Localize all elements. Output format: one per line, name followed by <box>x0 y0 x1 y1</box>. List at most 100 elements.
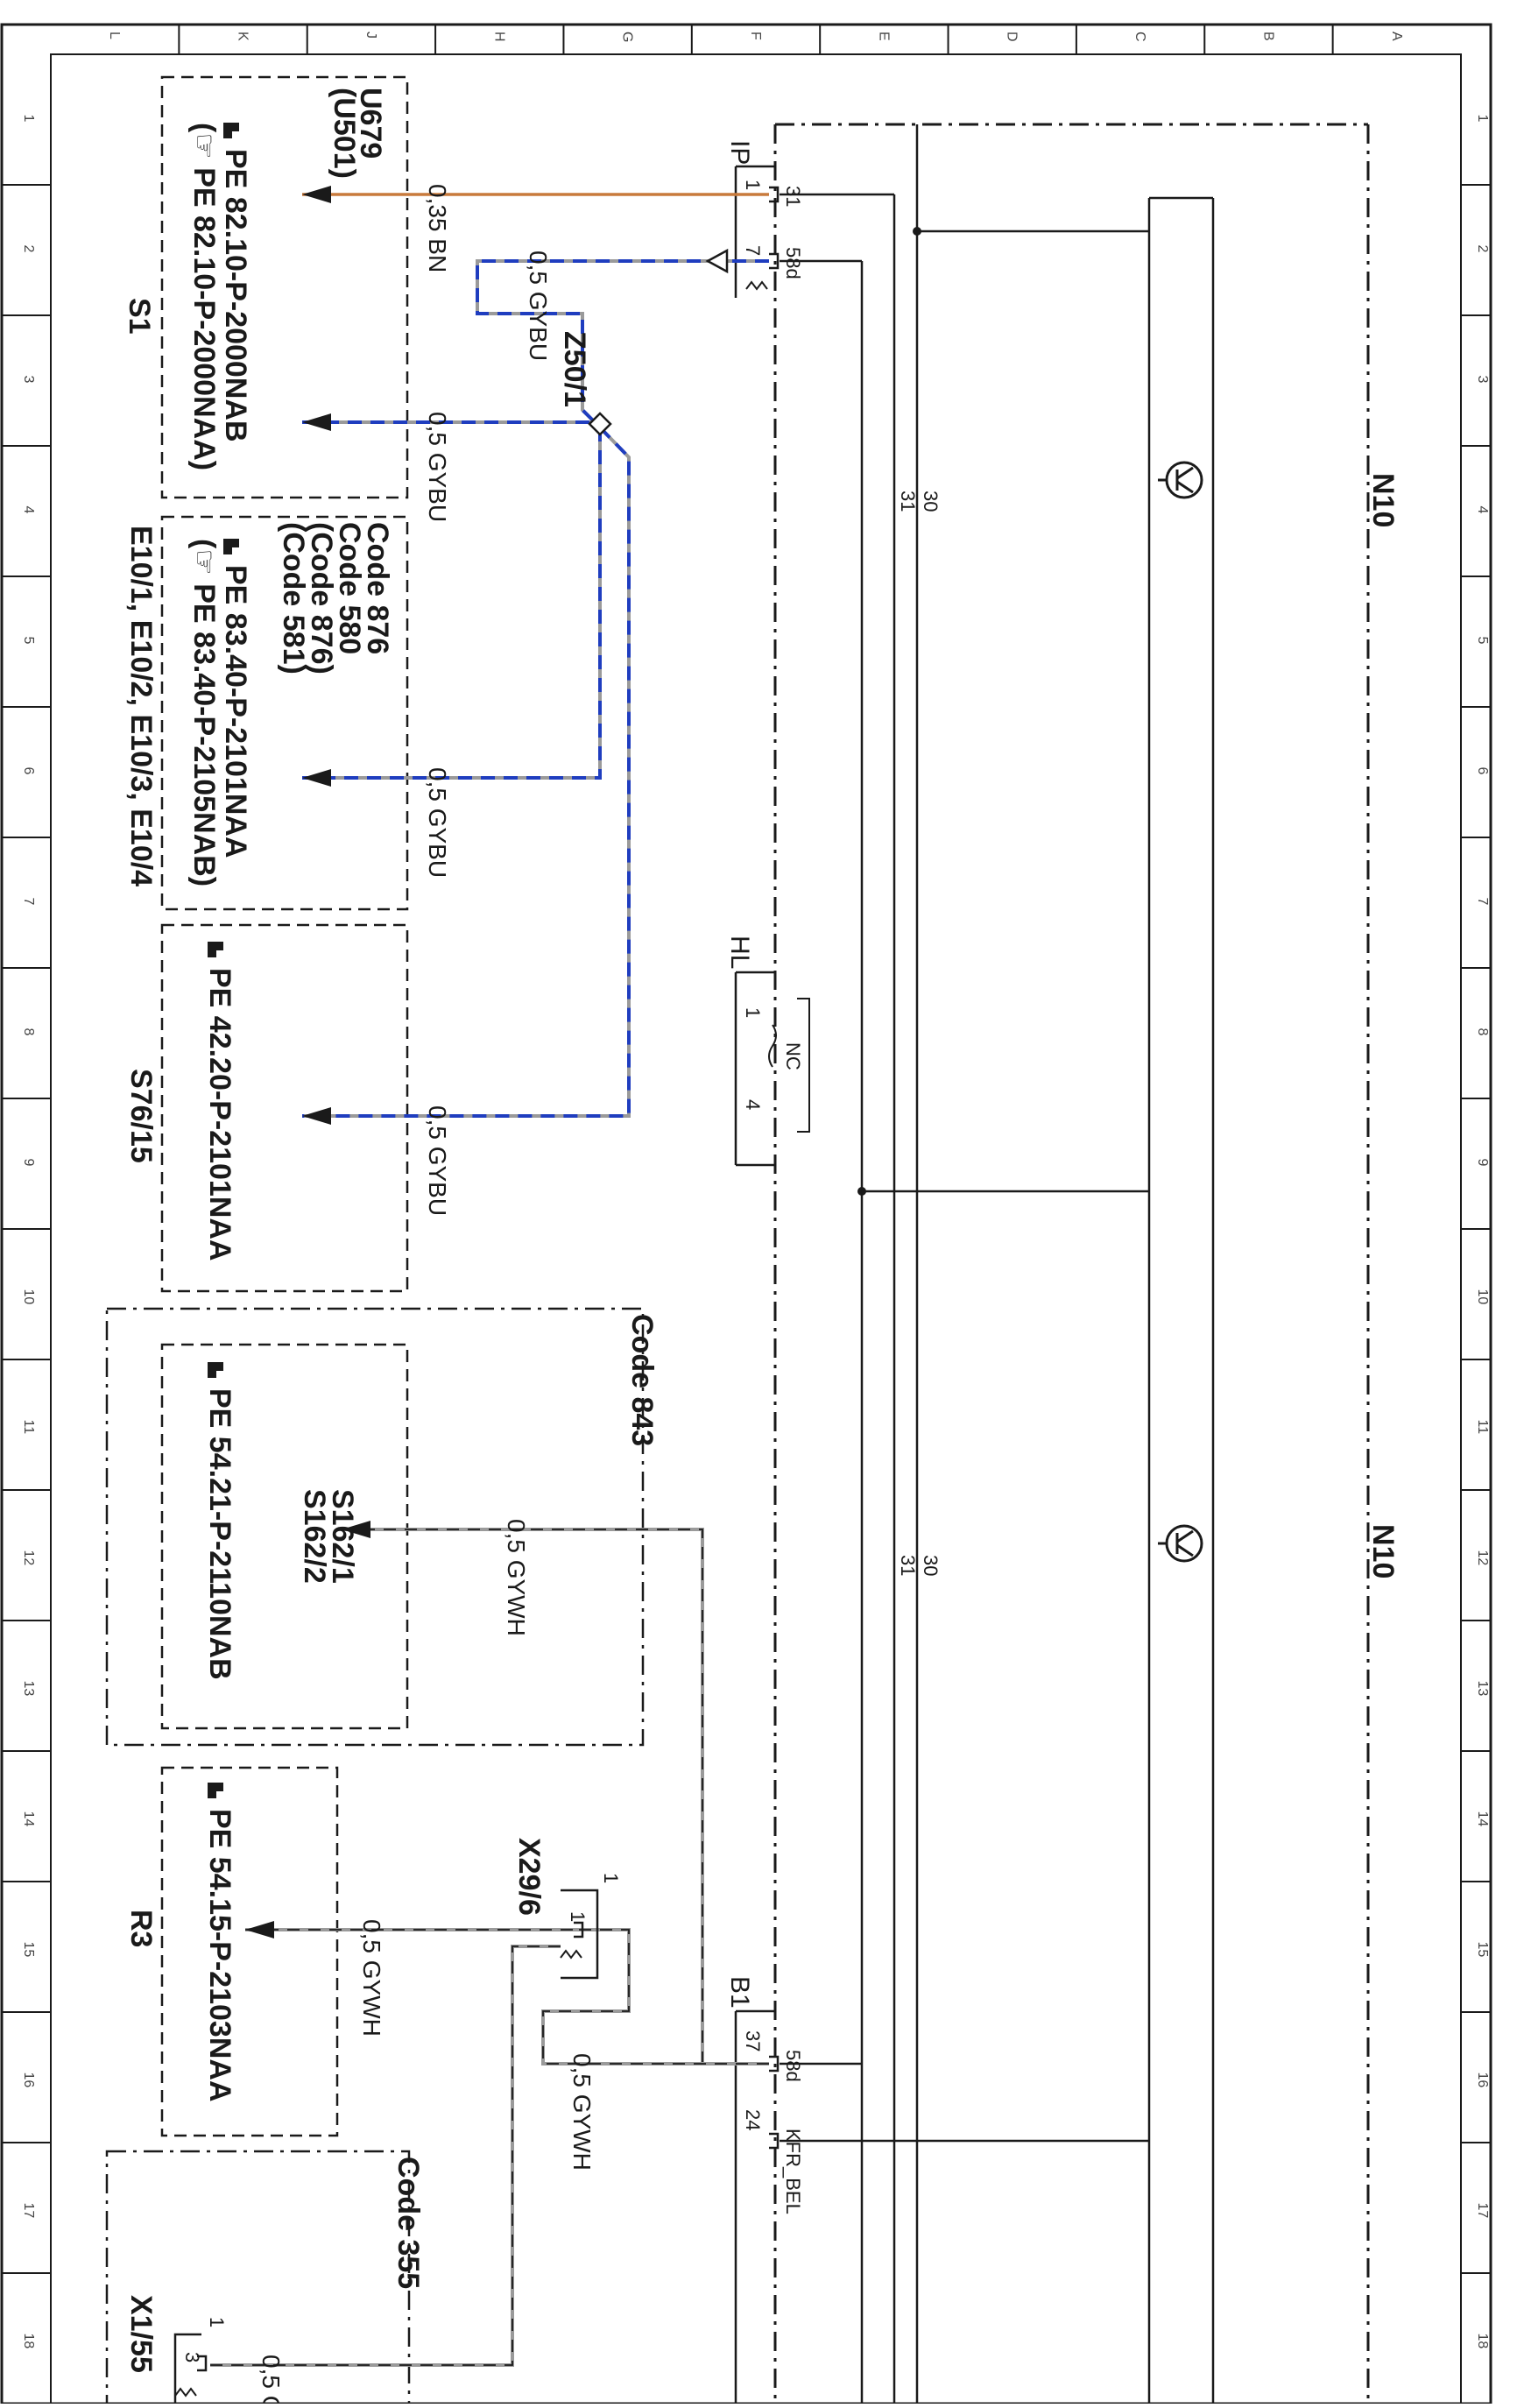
pointing-hand-icon <box>208 942 223 957</box>
grid-number-right: 10 <box>1475 1289 1490 1305</box>
b1-pin1-terminal <box>769 2055 780 2073</box>
x29-connector-name: X29/6 <box>512 1838 546 1916</box>
wire-label-gybu-ip: 0,5 GYBU <box>525 251 552 361</box>
wire-label-gybu-s76: 0,5 GYBU <box>424 1105 451 1216</box>
u679-name: S1 <box>123 298 156 335</box>
arrow-e10 <box>302 769 331 787</box>
grid-letter: K <box>236 32 250 41</box>
bus-label-30-top: 30 <box>920 491 942 512</box>
r3-ref1: PE 54.15-P-2103NAA <box>203 1809 236 2102</box>
splice-z50-name: Z50/1 <box>558 331 591 407</box>
pointing-hand-icon <box>223 123 239 138</box>
grid-letter: J <box>363 32 378 39</box>
grid-number-left: 13 <box>21 1681 36 1697</box>
junction-hl <box>857 1187 866 1196</box>
pointing-hand-icon <box>208 1783 223 1798</box>
wire-label-gywh-s162: 0,5 GYWH <box>503 1519 530 1636</box>
box-u679 <box>160 75 409 499</box>
hl-switch-symbol <box>768 1024 777 1068</box>
wire-label-gywh-r3: 0,5 GYWH <box>358 1919 385 2037</box>
e10-code4: (Code 581) <box>277 522 310 674</box>
grid-letter: L <box>107 32 122 39</box>
hl-pin-b: 4 <box>742 1099 764 1110</box>
grid-number-right: 3 <box>1475 376 1490 384</box>
wire-gywh-x155 <box>210 1945 561 2367</box>
grid-number-right: 16 <box>1475 2073 1490 2088</box>
x29-zigzag <box>560 1949 582 1960</box>
junction-30-top <box>913 227 921 236</box>
arrow-r3 <box>245 1921 274 1938</box>
wire-label-gybu-e10: 0,5 GYBU <box>424 767 451 878</box>
arrow-u679-bn <box>302 186 331 203</box>
e10-code3: (Code 876) <box>305 522 338 674</box>
grid-number-left: 18 <box>21 2334 36 2349</box>
transistor-icon <box>1158 461 1203 499</box>
grid-number-left: 5 <box>21 637 36 645</box>
arrow-s1 <box>302 413 331 431</box>
grid-letter: A <box>1389 32 1404 41</box>
ip-pin2-signal: 58d <box>782 247 804 279</box>
x155-pin-b: 3 <box>181 2352 203 2362</box>
bus-label-31-bottom: 31 <box>897 1555 919 1576</box>
pointing-hand-icon <box>223 539 239 554</box>
box-s76 <box>160 923 409 1293</box>
wire-label-gybu-s1: 0,5 GYBU <box>424 412 451 522</box>
grid-number-right: 8 <box>1475 1028 1490 1036</box>
ip-pin2: 7 <box>742 245 764 256</box>
grid-number-left: 6 <box>21 767 36 775</box>
grid-letter: H <box>491 32 506 42</box>
x29-pin-b: 1 <box>567 1911 589 1922</box>
wire-gybu-s76 <box>302 426 631 1118</box>
u679-title: U679 <box>354 88 387 159</box>
ip-pin1-terminal <box>769 186 780 203</box>
s162-ref1: PE 54.21-P-2110NAB <box>203 1388 236 1680</box>
grid-number-left: 7 <box>21 898 36 906</box>
grid-number-right: 14 <box>1475 1811 1490 1827</box>
grid-letter: E <box>876 32 891 41</box>
e10-name: E10/1, E10/2, E10/3, E10/4 <box>124 526 158 886</box>
u679-ref2: (☞ PE 82.10-P-2000NAA) <box>187 123 221 470</box>
ip-pin1-signal: 31 <box>782 186 804 207</box>
wire-gybu-e10 <box>302 427 602 780</box>
grid-number-left: 14 <box>21 1811 36 1827</box>
grid-number-right: 15 <box>1475 1942 1490 1958</box>
grid-number-right: 17 <box>1475 2203 1490 2219</box>
grid-number-left: 1 <box>21 115 36 123</box>
bus-label-31-top: 31 <box>897 491 919 512</box>
grid-number-left: 9 <box>21 1159 36 1167</box>
grid-letter: B <box>1260 32 1275 41</box>
hl-connector-name: HL <box>725 936 754 969</box>
x155-name: X1/55 <box>124 2295 158 2373</box>
grid-number-left: 2 <box>21 245 36 253</box>
box-code843-outer <box>105 1307 645 1747</box>
ip-pin1: 1 <box>742 180 764 190</box>
grid-letter: C <box>1132 32 1147 42</box>
ip-connector-name: IP <box>725 140 754 165</box>
module-name-top: N10 <box>1366 473 1400 527</box>
box-e10 <box>160 515 409 911</box>
grid-number-right: 9 <box>1475 1159 1490 1167</box>
s76-ref1: PE 42.20-P-2101NAA <box>203 968 236 1261</box>
x29-pin-a: 1 <box>600 1873 622 1883</box>
module-name-bottom: N10 <box>1366 1524 1400 1578</box>
b1-pin2-signal: KFR_BEL <box>782 2129 804 2214</box>
grid-number-right: 13 <box>1475 1681 1490 1697</box>
wire-label-bn: 0,35 BN <box>424 184 451 272</box>
wire-gywh-s162 <box>342 1528 769 2066</box>
hl-pin-a: 1 <box>742 1007 764 1018</box>
x155-zigzag <box>174 2387 197 2397</box>
s162-name1: S162/1 <box>326 1489 359 1584</box>
b1-pin2-terminal <box>769 2132 780 2150</box>
box-s162 <box>160 1343 409 1730</box>
b1-pin1-signal: 58d <box>782 2050 804 2082</box>
splice-z50-diamond <box>588 412 612 436</box>
grid-letter: G <box>620 32 635 42</box>
grid-number-left: 15 <box>21 1942 36 1958</box>
code355-label: Code 355 <box>392 2157 425 2289</box>
grid-number-right: 7 <box>1475 898 1490 906</box>
grid-letter: D <box>1005 32 1020 42</box>
e10-ref1: PE 83.40-P-2101NAA <box>219 565 252 858</box>
grid-number-left: 16 <box>21 2073 36 2088</box>
